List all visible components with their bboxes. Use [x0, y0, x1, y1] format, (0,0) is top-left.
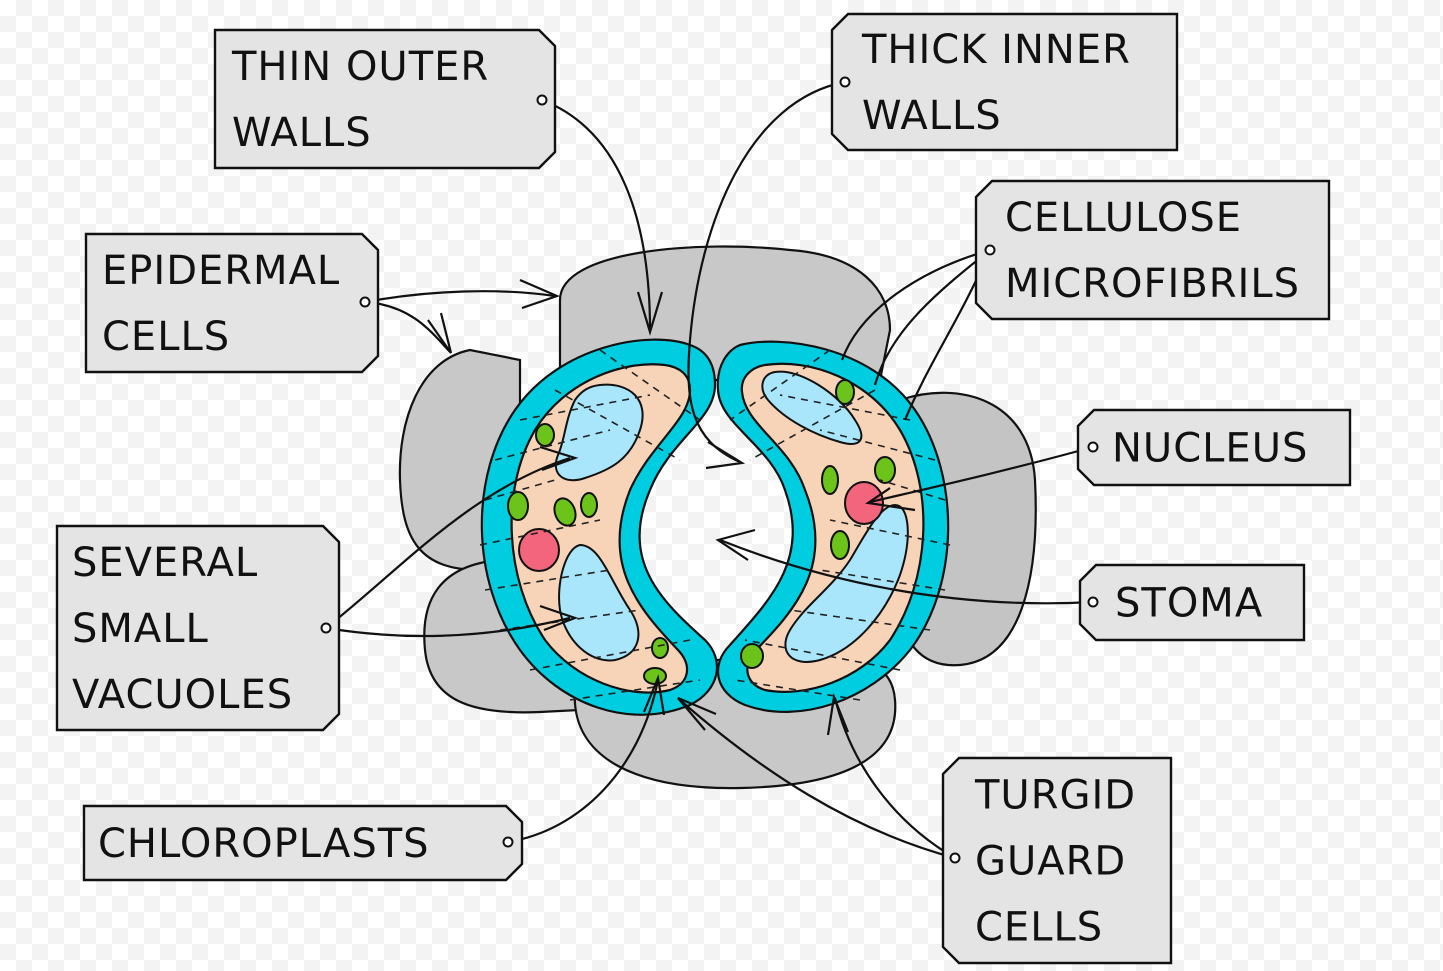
vacuole-left-lower [558, 543, 640, 662]
tag-text-line: THIN OUTER [231, 44, 489, 90]
tag-shape [84, 232, 380, 374]
tag-text-line: SMALL [72, 606, 209, 652]
label-tag-epidermal-cells: EPIDERMAL CELLS [84, 232, 380, 374]
chloroplast [553, 497, 577, 527]
label-tag-stoma: STOMA [1078, 563, 1306, 642]
leader-cellulose-2 [873, 249, 991, 386]
label-tag-chloroplasts: CHLOROPLASTS [82, 804, 524, 882]
tag-pin-icon [949, 852, 961, 864]
leader-cellulose-1 [840, 248, 991, 361]
microfibrils-right [729, 349, 951, 701]
leader-chloroplasts [507, 679, 660, 844]
leader-lines [325, 80, 1094, 860]
tag-text-line: GUARD [975, 839, 1126, 885]
chloroplast [740, 643, 764, 669]
arrowhead [519, 278, 561, 310]
label-tag-several-small-vacuoles: SEVERAL SMALL VACUOLES [55, 524, 341, 732]
tag-text-line: CELLS [102, 314, 230, 360]
tag-shape [55, 524, 341, 732]
label-tag-cellulose-microfibrils: CELLULOSE MICROFIBRILS [974, 179, 1331, 321]
chloroplast [830, 530, 850, 560]
leader-turgid-2 [833, 697, 956, 859]
tag-pin-icon [839, 76, 851, 88]
leader-turgid-1 [679, 699, 956, 860]
nucleus-right [844, 481, 884, 525]
tag-text-line: WALLS [862, 93, 1002, 139]
tag-pin-icon [1087, 441, 1099, 453]
guard-cell-left [479, 338, 719, 716]
chloroplast [643, 667, 667, 685]
label-tag-thick-inner-walls: THICK INNER WALLS [830, 12, 1179, 152]
chloroplasts-right [740, 379, 896, 669]
guard-cell-right [716, 340, 951, 713]
chloroplast [507, 491, 529, 521]
leader-thick-inner-walls [687, 80, 846, 464]
label-tags: THIN OUTER WALLS THICK INNER WALLS EPIDERMAL… [55, 12, 1352, 965]
chloroplast [821, 465, 839, 495]
arrowhead [642, 673, 666, 716]
leader-stoma [719, 538, 1094, 605]
label-tag-turgid-guard-cells: TURGID GUARD CELLS [941, 756, 1173, 965]
chloroplasts-left [507, 423, 669, 685]
vacuole-right-upper [761, 370, 863, 445]
vacuole-right-lower [784, 503, 909, 663]
tag-text-line: SEVERAL [72, 540, 258, 586]
label-tag-nucleus: NUCLEUS [1076, 408, 1352, 487]
arrowhead [539, 445, 579, 472]
chloroplast [835, 379, 855, 405]
tag-pin-icon [320, 622, 332, 634]
tag-text-line: NUCLEUS [1112, 426, 1308, 472]
tag-text-line: MICROFIBRILS [1005, 261, 1300, 307]
tag-shape [1076, 408, 1352, 487]
tag-text-line: TURGID [974, 773, 1136, 819]
chloroplast [580, 492, 598, 518]
tag-pin-icon [1087, 596, 1099, 608]
tag-pin-icon [359, 296, 371, 308]
leader-nucleus [869, 445, 1094, 504]
nucleus-left [518, 528, 560, 572]
arrowhead [677, 696, 717, 731]
tag-text-line: EPIDERMAL [102, 248, 340, 294]
arrowhead [826, 692, 850, 736]
tag-shape [213, 28, 557, 170]
leader-thin-outer-walls [541, 98, 652, 331]
tag-pin-icon [502, 836, 514, 848]
tag-text-line: WALLS [232, 110, 372, 156]
tag-text-line: THICK INNER [861, 27, 1131, 73]
arrowhead [636, 291, 664, 336]
arrowhead [865, 487, 916, 512]
leader-vacuoles-2 [325, 616, 571, 638]
leader-epidermal-cells-1 [364, 290, 556, 304]
tag-text-line: CELLULOSE [1005, 195, 1242, 241]
tag-text-line: CHLOROPLASTS [98, 821, 430, 867]
chloroplast [535, 423, 555, 447]
arrowhead [539, 604, 579, 632]
label-tag-thin-outer-walls: THIN OUTER WALLS [213, 28, 557, 170]
tag-text-line: CELLS [975, 905, 1103, 951]
tag-shape [1078, 563, 1306, 642]
tag-text-line: VACUOLES [72, 672, 293, 718]
arrowhead [427, 312, 453, 354]
chloroplast [874, 456, 896, 484]
tag-pin-icon [536, 94, 548, 106]
arrowhead [715, 528, 756, 561]
arrowhead [705, 441, 746, 470]
tag-shape [974, 179, 1331, 321]
tag-shape [830, 12, 1179, 152]
tag-shape [941, 756, 1173, 965]
tag-pin-icon [984, 244, 996, 256]
chloroplast [651, 637, 669, 659]
tag-shape [82, 804, 524, 882]
tag-text-line: STOMA [1115, 581, 1263, 627]
leader-vacuoles-1 [325, 456, 571, 629]
